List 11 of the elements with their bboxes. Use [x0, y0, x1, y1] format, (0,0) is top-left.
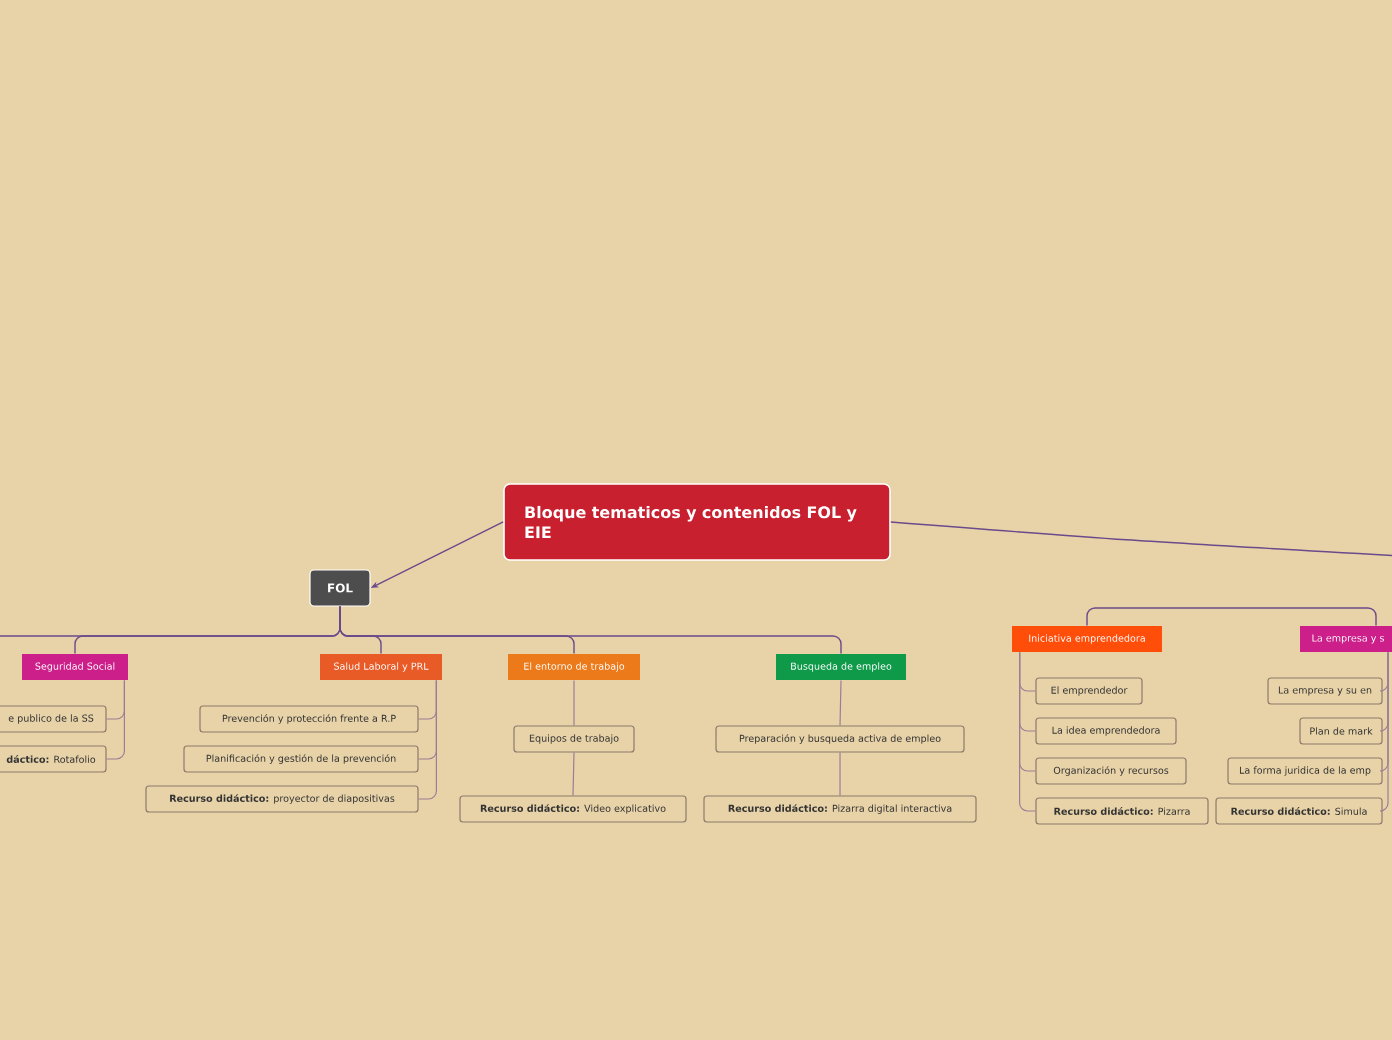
connector-line	[572, 752, 575, 796]
central-topic-box: Bloque tematicos y contenidos FOL y EIE	[503, 483, 891, 561]
connector-line	[418, 679, 437, 800]
connector-line	[573, 679, 575, 726]
connector-line	[1379, 651, 1389, 812]
connector-line	[339, 605, 842, 655]
connector-line	[1019, 651, 1036, 812]
connector-line	[839, 752, 841, 796]
connector-line	[839, 679, 842, 726]
connector-line	[106, 679, 125, 760]
connector-line	[890, 521, 1392, 557]
